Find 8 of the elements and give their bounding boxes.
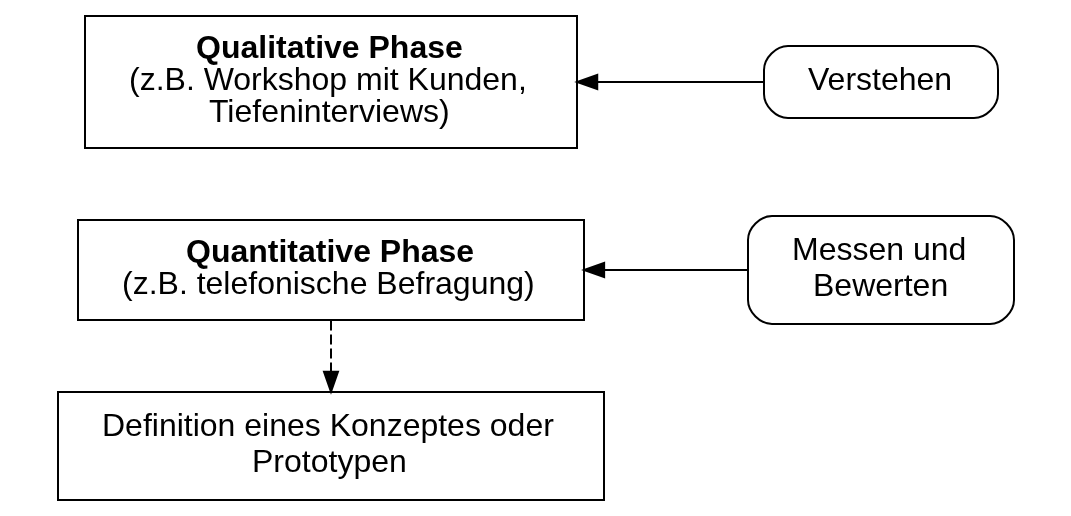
node-box: Qualitative Phase (z.B. Workshop mit Kunden, Tiefeninterviews) — [83, 15, 578, 149]
node-box: Verstehen — [762, 45, 999, 119]
node-box: Messen und Bewerten — [746, 215, 1015, 325]
node-box: Quantitative Phase (z.B. telefonische Befragung) — [76, 219, 585, 321]
arrow — [322, 319, 339, 395]
arrow — [580, 261, 748, 279]
arrow — [573, 73, 765, 91]
node-box: Definition eines Konzeptes oder Prototypen — [56, 391, 605, 501]
